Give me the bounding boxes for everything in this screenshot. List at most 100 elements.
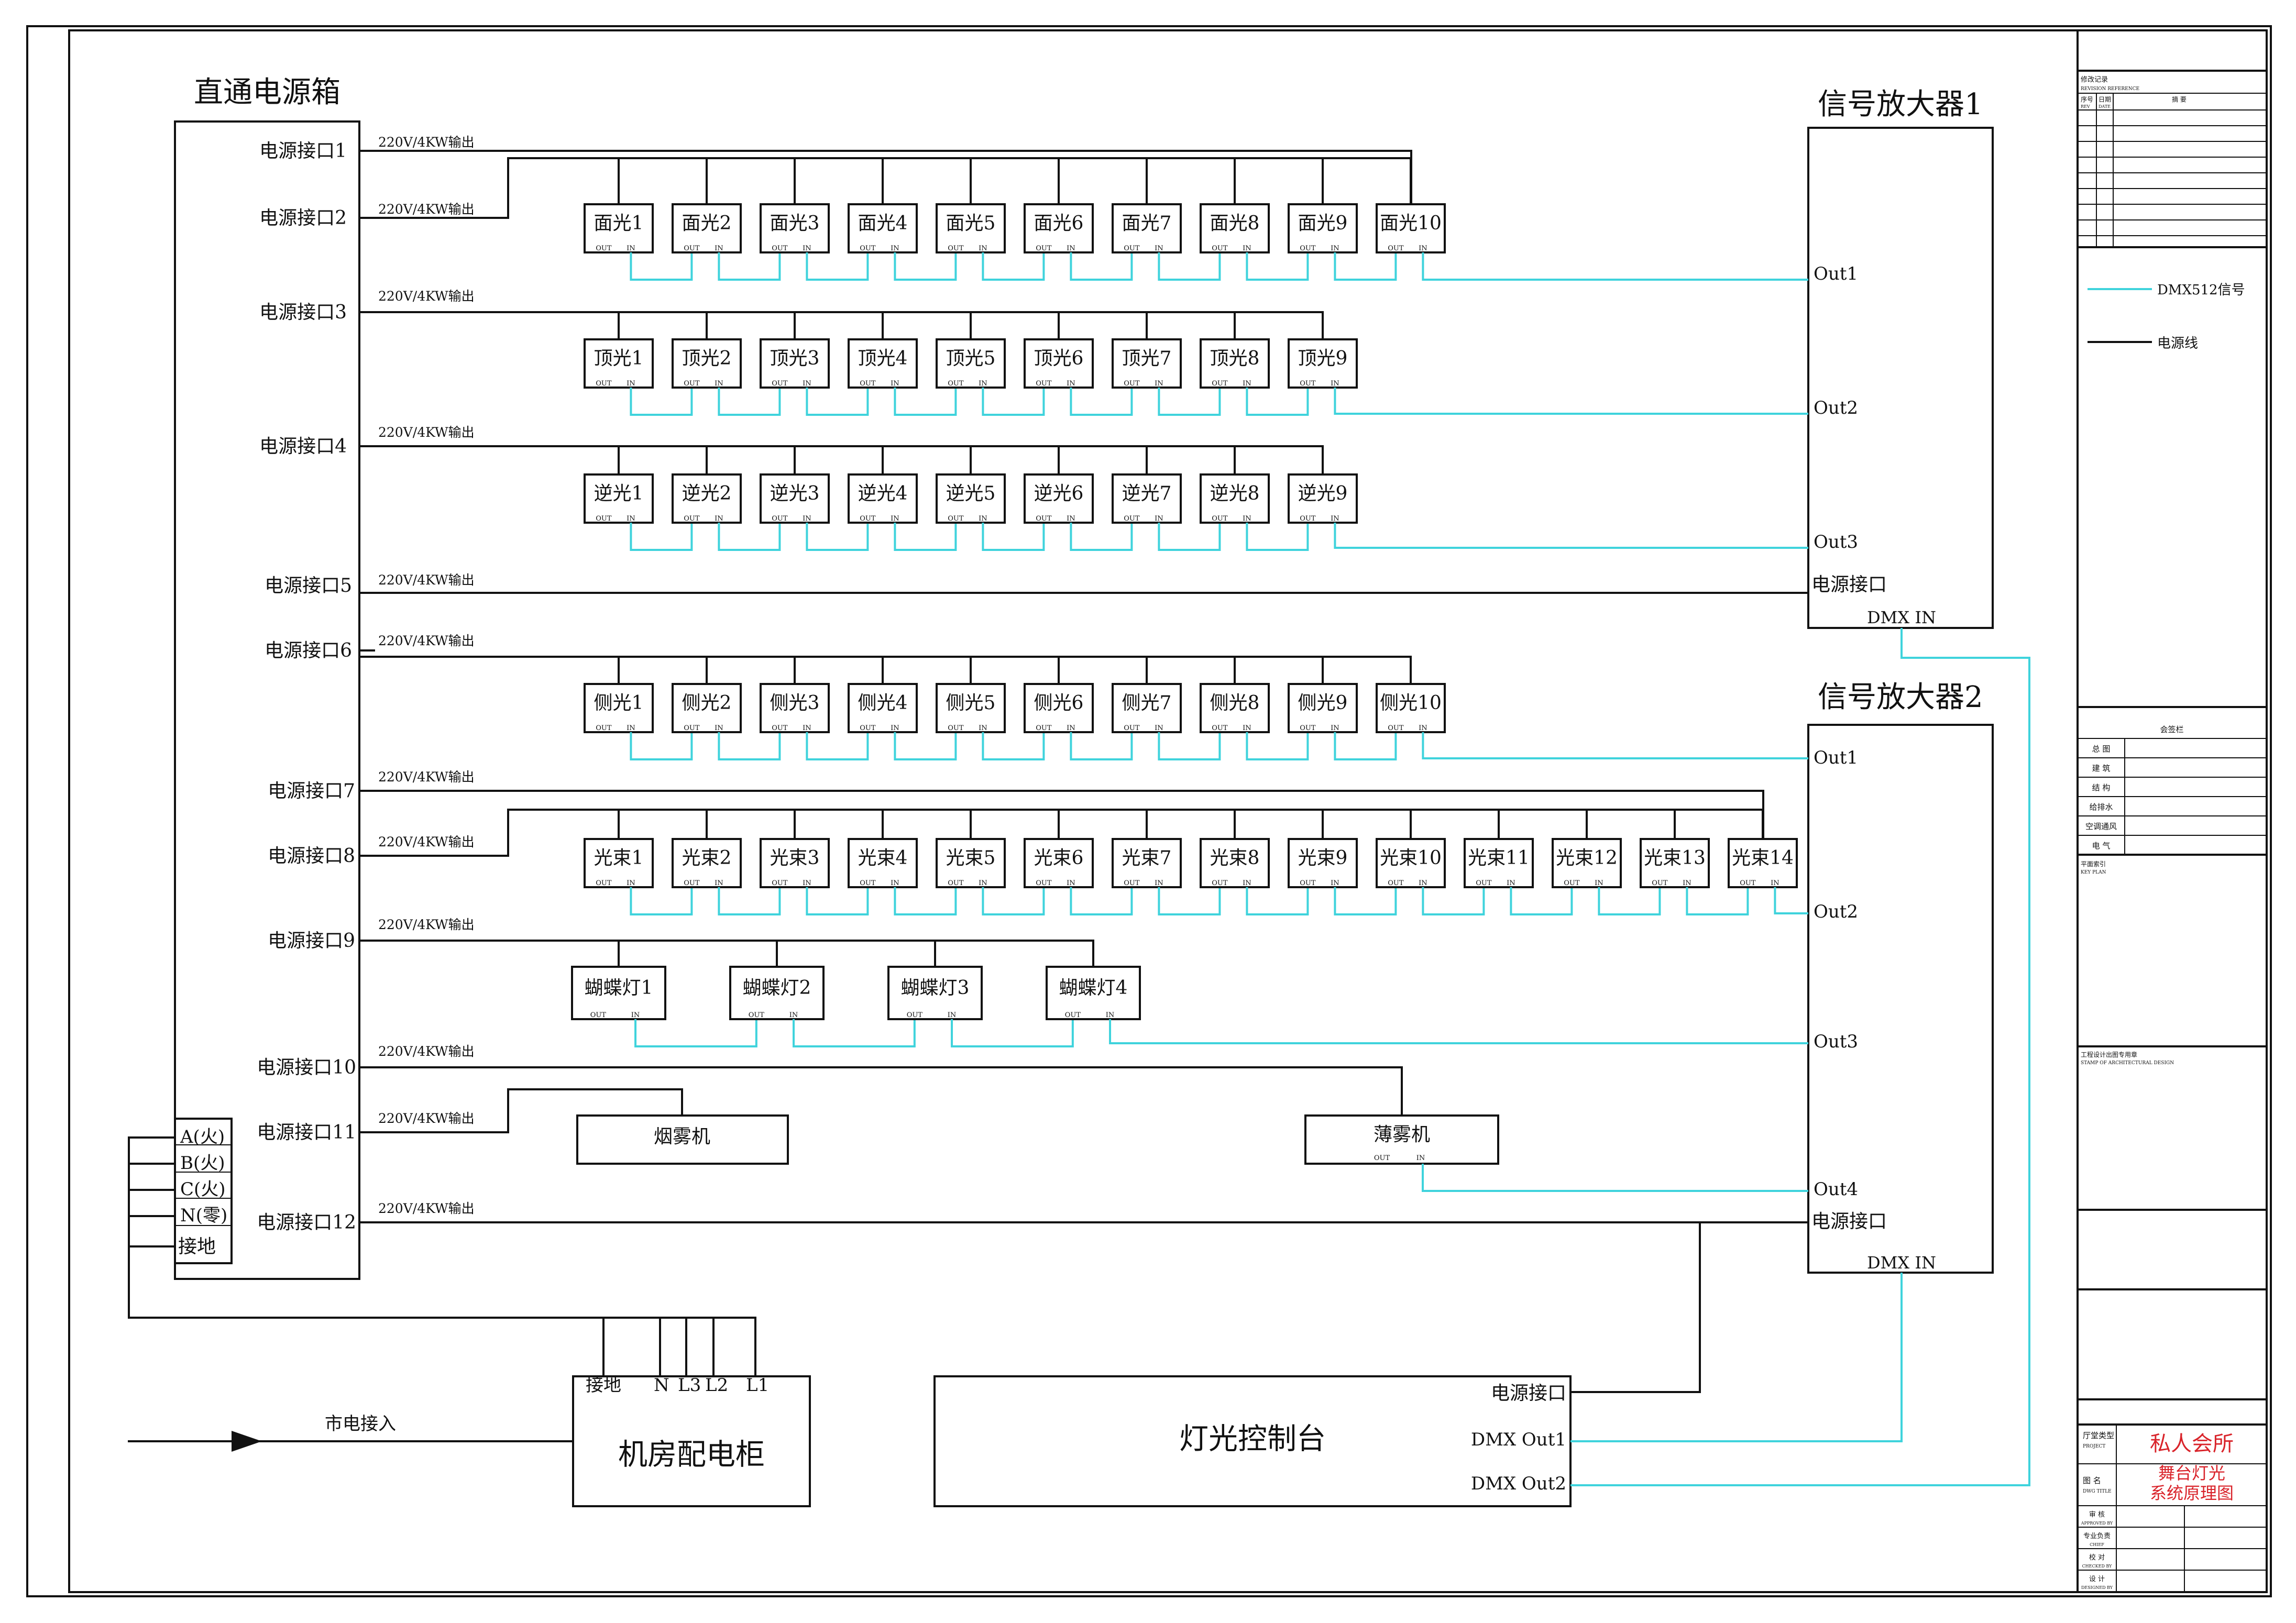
back-in-port-7: IN [1155,515,1163,523]
face-fixture-label-2: 面光2 [682,213,732,234]
beam-in-port-10: IN [1419,879,1427,887]
back-fixture-1 [584,473,654,524]
tb-rev-col-2: 日期 [2099,96,2111,103]
side-fixture-6 [1024,683,1094,733]
port-output-label-12: 220V/4KW输出 [378,1201,475,1216]
beam-out-port-8: OUT [1212,879,1228,887]
back-in-port-4: IN [891,515,899,523]
cabinet-term-ground: 接地 [586,1375,621,1396]
beam-fixture-2 [672,838,742,888]
beam-fixture-label-12: 光束12 [1556,847,1618,869]
tb-project-name: 私人会所 [2150,1432,2234,1456]
top-out-port-8: OUT [1212,380,1228,388]
beam-fixture-3 [760,838,830,888]
side-fixture-label-7: 侧光7 [1122,692,1172,714]
top-fixture-6 [1024,338,1094,389]
port-output-label-2: 220V/4KW输出 [378,202,475,217]
side-fixture-7 [1112,683,1182,733]
back-fixture-4 [848,473,918,524]
top-fixture-label-6: 顶光6 [1034,348,1084,369]
beam-fixture-label-10: 光束10 [1380,847,1442,869]
top-out-port-5: OUT [948,380,964,388]
power-box-title: 直通电源箱 [194,75,340,109]
beam-fixture-label-1: 光束1 [594,847,644,869]
back-fixture-label-6: 逆光6 [1034,483,1084,504]
back-fixture-label-1: 逆光1 [594,483,644,504]
beam-out-port-6: OUT [1036,879,1052,887]
beam-fixture-11 [1464,838,1534,888]
butterfly-out-port-4: OUT [1065,1011,1081,1019]
beam-in-port-11: IN [1507,879,1515,887]
beam-fixture-7 [1112,838,1182,888]
face-in-port-6: IN [1067,245,1075,252]
phase-c: C(火) [180,1179,226,1200]
tb-key-plan: 平面索引 [2081,860,2106,868]
beam-out-port-7: OUT [1124,879,1140,887]
power-port-7: 电源接口7 [268,780,355,802]
face-in-port-3: IN [803,245,811,252]
side-in-port-1: IN [627,724,635,732]
beam-in-port-9: IN [1331,879,1339,887]
side-in-port-3: IN [803,724,811,732]
face-fixture-4 [848,203,918,253]
legend-dmx-label: DMX512信号 [2157,282,2245,298]
face-out-port-2: OUT [684,245,700,252]
tb-approval-4-en: DESIGNED BY [2081,1585,2113,1590]
beam-fixture-label-11: 光束11 [1468,847,1530,869]
face-fixture-5 [936,203,1006,253]
beam-fixture-13 [1640,838,1710,888]
tb-drawing-title-1: 舞台灯光 [2158,1463,2225,1483]
side-fixture-8 [1200,683,1270,733]
side-in-port-7: IN [1155,724,1163,732]
amp1-out2-label: Out2 [1814,398,1858,418]
power-port-11: 电源接口11 [257,1122,356,1143]
amp2-dmx-in: DMX IN [1867,1253,1936,1273]
face-in-port-4: IN [891,245,899,252]
power-port-10: 电源接口10 [257,1057,356,1078]
static-structure [26,25,2272,1597]
face-fixture-7 [1112,203,1182,253]
tb-revision-sub: REVISION REFERENCE [2081,86,2139,92]
side-fixture-label-8: 侧光8 [1210,692,1260,714]
top-fixture-4 [848,338,918,389]
tb-sign-row-6: 电 气 [2092,841,2111,851]
top-in-port-5: IN [979,380,987,388]
side-in-port-8: IN [1243,724,1251,732]
amp1-dmx-in: DMX IN [1867,608,1936,627]
side-fixture-4 [848,683,918,733]
face-in-port-5: IN [979,245,987,252]
butterfly-out-port-2: OUT [749,1011,765,1019]
side-fixture-1 [584,683,654,733]
face-fixture-label-10: 面光10 [1380,213,1442,234]
back-fixture-label-9: 逆光9 [1298,483,1348,504]
back-in-port-3: IN [803,515,811,523]
side-fixture-10 [1376,683,1446,733]
amp1-power-label: 电源接口 [1811,574,1887,595]
beam-in-port-7: IN [1155,879,1163,887]
top-in-port-2: IN [715,380,723,388]
face-fixture-1 [584,203,654,253]
face-fixture-8 [1200,203,1270,253]
beam-fixture-10 [1376,838,1446,888]
tb-sign-row-4: 给排水 [2089,802,2113,812]
beam-fixture-4 [848,838,918,888]
beam-out-port-9: OUT [1300,879,1316,887]
top-in-port-8: IN [1243,380,1251,388]
face-out-port-8: OUT [1212,245,1228,252]
butterfly-fixture-label-2: 蝴蝶灯2 [743,977,811,999]
beam-fixture-label-9: 光束9 [1298,847,1348,869]
tb-rev-col-1: 序号 [2081,95,2093,103]
back-out-port-4: OUT [860,515,876,523]
beam-out-port-11: OUT [1476,879,1492,887]
power-port-9: 电源接口9 [268,930,355,952]
beam-out-port-13: OUT [1652,879,1668,887]
top-fixture-1 [584,338,654,389]
top-fixture-9 [1288,338,1358,389]
beam-fixture-label-4: 光束4 [858,847,908,869]
console-title: 灯光控制台 [1179,1422,1326,1456]
face-in-port-1: IN [627,245,635,252]
side-fixture-9 [1288,683,1358,733]
face-out-port-6: OUT [1036,245,1052,252]
beam-fixture-5 [936,838,1006,888]
